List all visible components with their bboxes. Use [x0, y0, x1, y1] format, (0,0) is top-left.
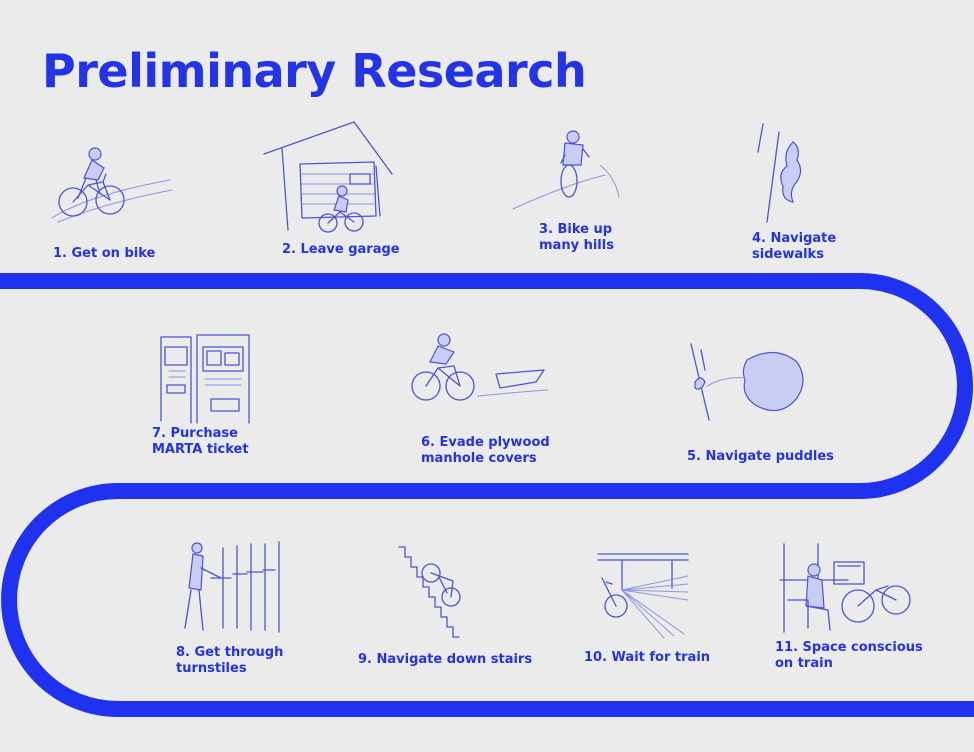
train-seat-icon [779, 543, 911, 633]
step-10-label: 10. Wait for train [584, 650, 711, 665]
garage-icon [263, 121, 393, 233]
step-7: 7. Purchase MARTA ticket [152, 325, 255, 457]
step-11-label: 11. Space conscious on train [775, 640, 923, 671]
cyclist-uphill-icon [512, 130, 620, 210]
turnstile-icon [184, 541, 280, 633]
cyclist-riding-icon [51, 147, 173, 223]
train-platform-icon [597, 553, 689, 639]
step-9: 9. Navigate down stairs [358, 545, 532, 667]
step-2-label: 2. Leave garage [282, 242, 400, 257]
plywood-cover-icon [411, 333, 549, 401]
step-8: 8. Get through turnstiles [175, 538, 295, 676]
page-title: Preliminary Research [42, 44, 587, 98]
step-4: 4. Navigate sidewalks [752, 122, 836, 262]
step-3: 3. Bike up many hills [505, 125, 630, 253]
step-5-label: 5. Navigate puddles [687, 449, 834, 464]
puddle-icon [690, 343, 804, 421]
step-11: 11. Space conscious on train [775, 540, 923, 671]
stairs-icon [398, 546, 461, 638]
ticket-machine-icon [160, 334, 250, 424]
step-9-label: 9. Navigate down stairs [358, 652, 533, 667]
step-8-label: 8. Get through turnstiles [176, 645, 284, 676]
step-6-label: 6. Evade plywood manhole covers [421, 435, 550, 466]
sidewalk-icon [757, 123, 802, 223]
step-10: 10. Wait for train [584, 548, 710, 665]
step-7-label: 7. Purchase MARTA ticket [152, 426, 249, 457]
step-5: 5. Navigate puddles [685, 340, 834, 464]
step-1-label: 1. Get on bike [53, 246, 156, 261]
step-3-label: 3. Bike up many hills [539, 222, 614, 253]
step-4-label: 4. Navigate sidewalks [752, 231, 837, 262]
step-6: 6. Evade plywood manhole covers [408, 330, 556, 466]
step-2: 2. Leave garage [262, 118, 400, 257]
step-1: 1. Get on bike [48, 140, 178, 261]
